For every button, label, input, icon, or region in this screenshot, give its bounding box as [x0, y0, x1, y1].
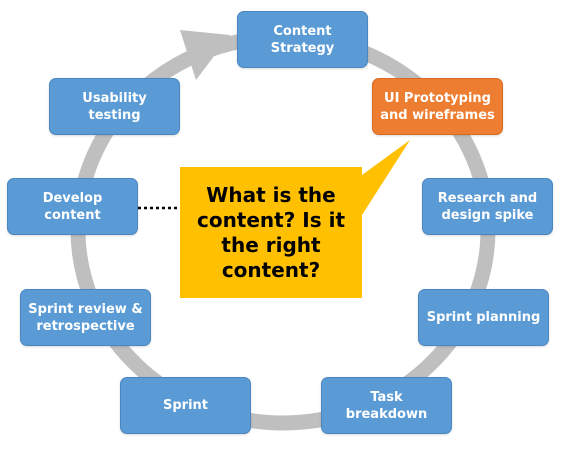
cycle-arrowhead-icon [180, 30, 230, 80]
node-research-design-spike[interactable]: Research and design spike [422, 178, 553, 235]
node-sprint-planning[interactable]: Sprint planning [418, 289, 549, 346]
node-sprint-review[interactable]: Sprint review & retrospective [20, 289, 151, 346]
node-ui-prototyping[interactable]: UI Prototyping and wireframes [372, 78, 503, 135]
node-develop-content[interactable]: Develop content [7, 178, 138, 235]
node-task-breakdown[interactable]: Task breakdown [321, 377, 452, 434]
node-usability-testing[interactable]: Usability testing [49, 78, 180, 135]
node-content-strategy[interactable]: Content Strategy [237, 11, 368, 68]
node-sprint[interactable]: Sprint [120, 377, 251, 434]
callout-question: What is the content? Is it the right con… [180, 167, 362, 298]
